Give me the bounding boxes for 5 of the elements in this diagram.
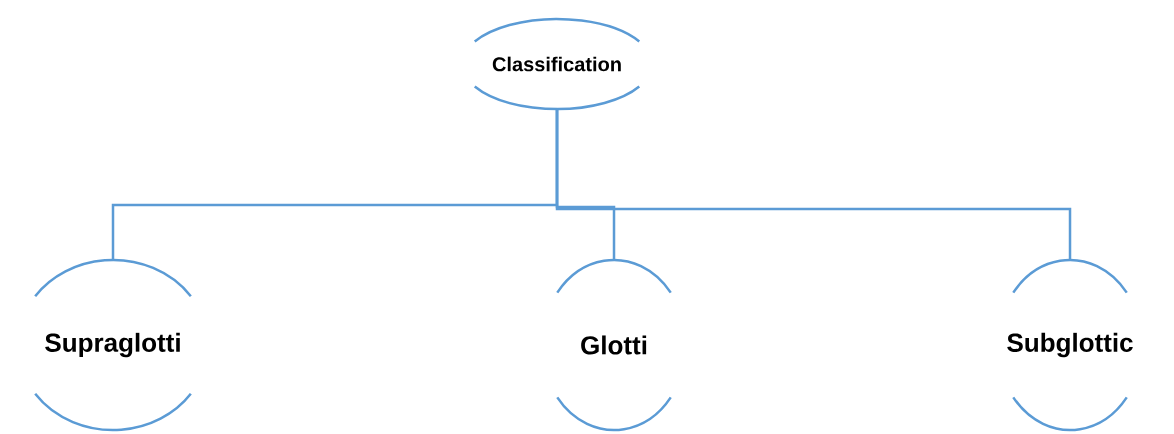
connector [555,109,1072,260]
ellipse-node: Classification [473,17,641,111]
ellipse-node: Subglottic [1007,258,1133,432]
ellipse-node: Supraglotti [34,258,192,432]
ellipse-node: Glotti [556,258,672,432]
